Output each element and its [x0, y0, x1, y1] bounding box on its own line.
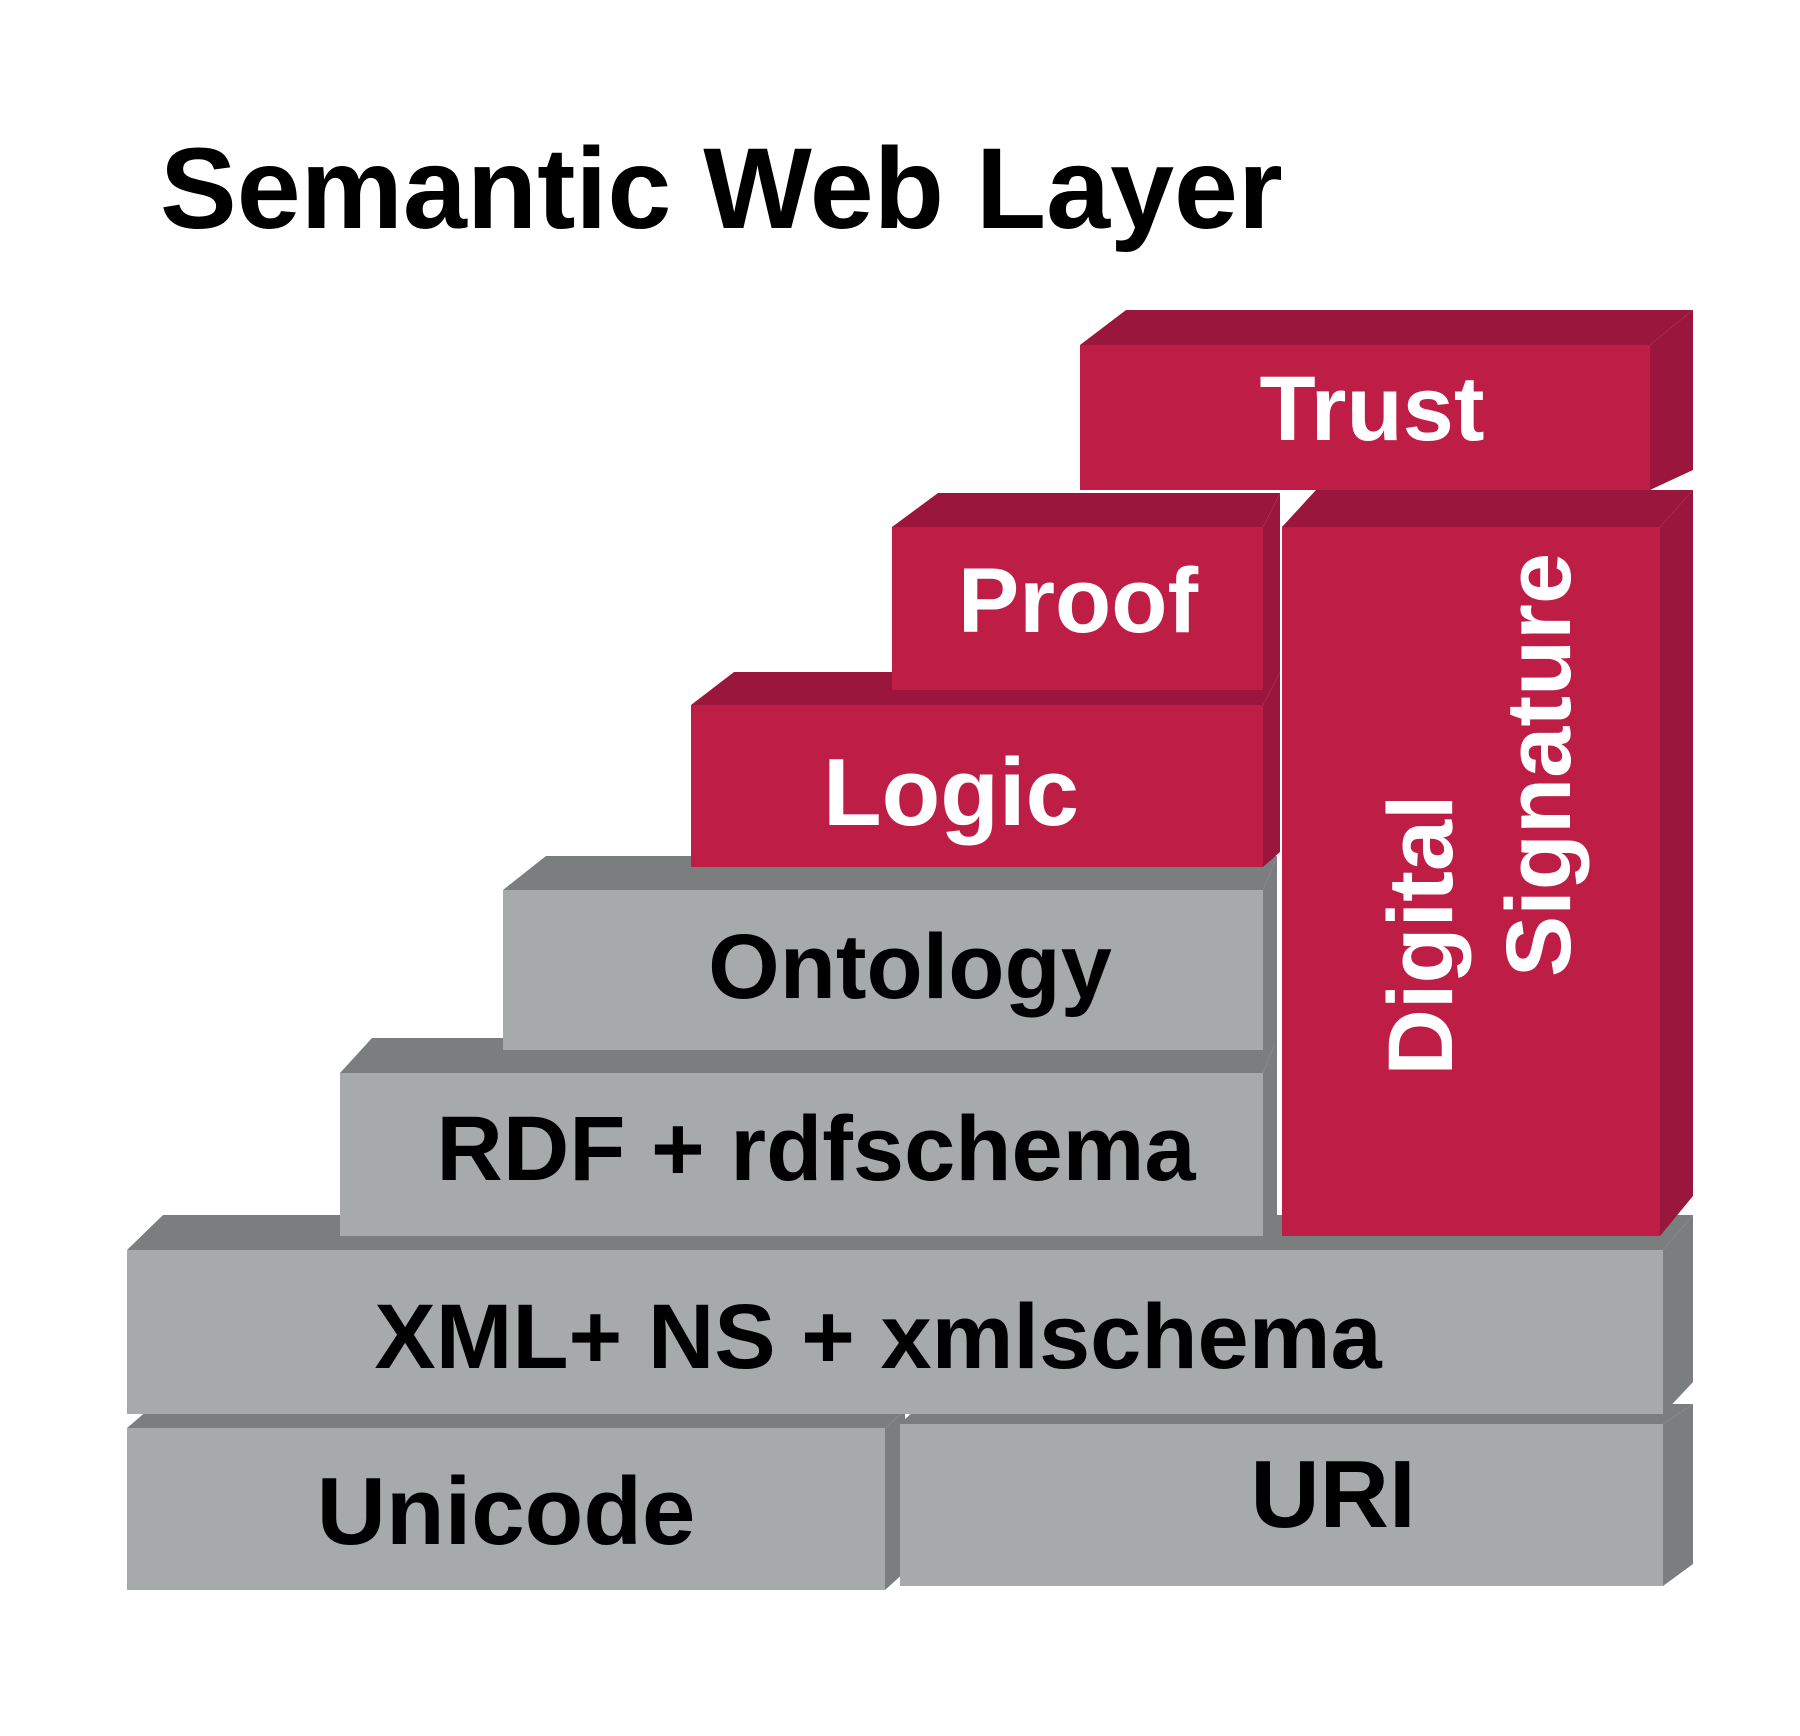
layer-unicode-top — [127, 1410, 905, 1428]
layer-xml: XML+ NS + xmlschema — [127, 1215, 1693, 1414]
layer-ontology: Ontology — [503, 856, 1277, 1050]
layer-xml-label: XML+ NS + xmlschema — [374, 1286, 1382, 1388]
layer-unicode-front — [127, 1428, 885, 1590]
layer-uri-label: URI — [1250, 1441, 1415, 1548]
layer-rdf-label: RDF + rdfschema — [436, 1098, 1196, 1200]
layer-digital-signature-label-line1: Digital — [1370, 794, 1472, 1075]
layer-unicode: Unicode — [127, 1410, 905, 1590]
layer-uri: URI — [900, 1404, 1693, 1586]
layer-logic-side — [1263, 672, 1280, 867]
layer-proof-front — [892, 527, 1263, 690]
layer-trust-label: Trust — [1260, 358, 1485, 460]
layer-proof: Proof — [892, 493, 1280, 690]
layer-unicode-label: Unicode — [317, 1458, 696, 1565]
layer-xml-side — [1663, 1215, 1693, 1414]
layer-proof-side — [1263, 493, 1280, 690]
layer-trust: Trust — [1080, 310, 1693, 490]
layer-rdf-front — [340, 1073, 1263, 1236]
layer-digital-signature-label-line2: Signature — [1488, 553, 1590, 977]
layer-logic-label: Logic — [823, 739, 1079, 846]
layer-digital-signature-front — [1282, 527, 1660, 1236]
layer-uri-front — [900, 1424, 1663, 1586]
layer-rdf: RDF + rdfschema — [340, 1038, 1277, 1236]
layer-ontology-side — [1263, 856, 1277, 1050]
layer-rdf-side — [1263, 1038, 1277, 1236]
layer-proof-top — [892, 493, 1280, 527]
diagram-title: Semantic Web Layer — [160, 125, 1283, 253]
layer-uri-side — [1663, 1404, 1693, 1586]
layer-trust-side — [1650, 310, 1693, 490]
layer-logic-front — [691, 705, 1263, 867]
layer-ontology-front — [503, 890, 1263, 1050]
layer-digital-signature-side — [1660, 490, 1693, 1236]
layer-trust-front — [1080, 345, 1650, 490]
layer-digital-signature: Digital Signature — [1282, 490, 1693, 1236]
layer-logic: Logic — [691, 672, 1280, 867]
layer-ontology-label: Ontology — [708, 916, 1112, 1018]
layer-digital-signature-top — [1282, 490, 1693, 527]
layer-trust-top — [1080, 310, 1693, 345]
layer-xml-front — [127, 1250, 1663, 1414]
layer-proof-label: Proof — [958, 550, 1199, 652]
